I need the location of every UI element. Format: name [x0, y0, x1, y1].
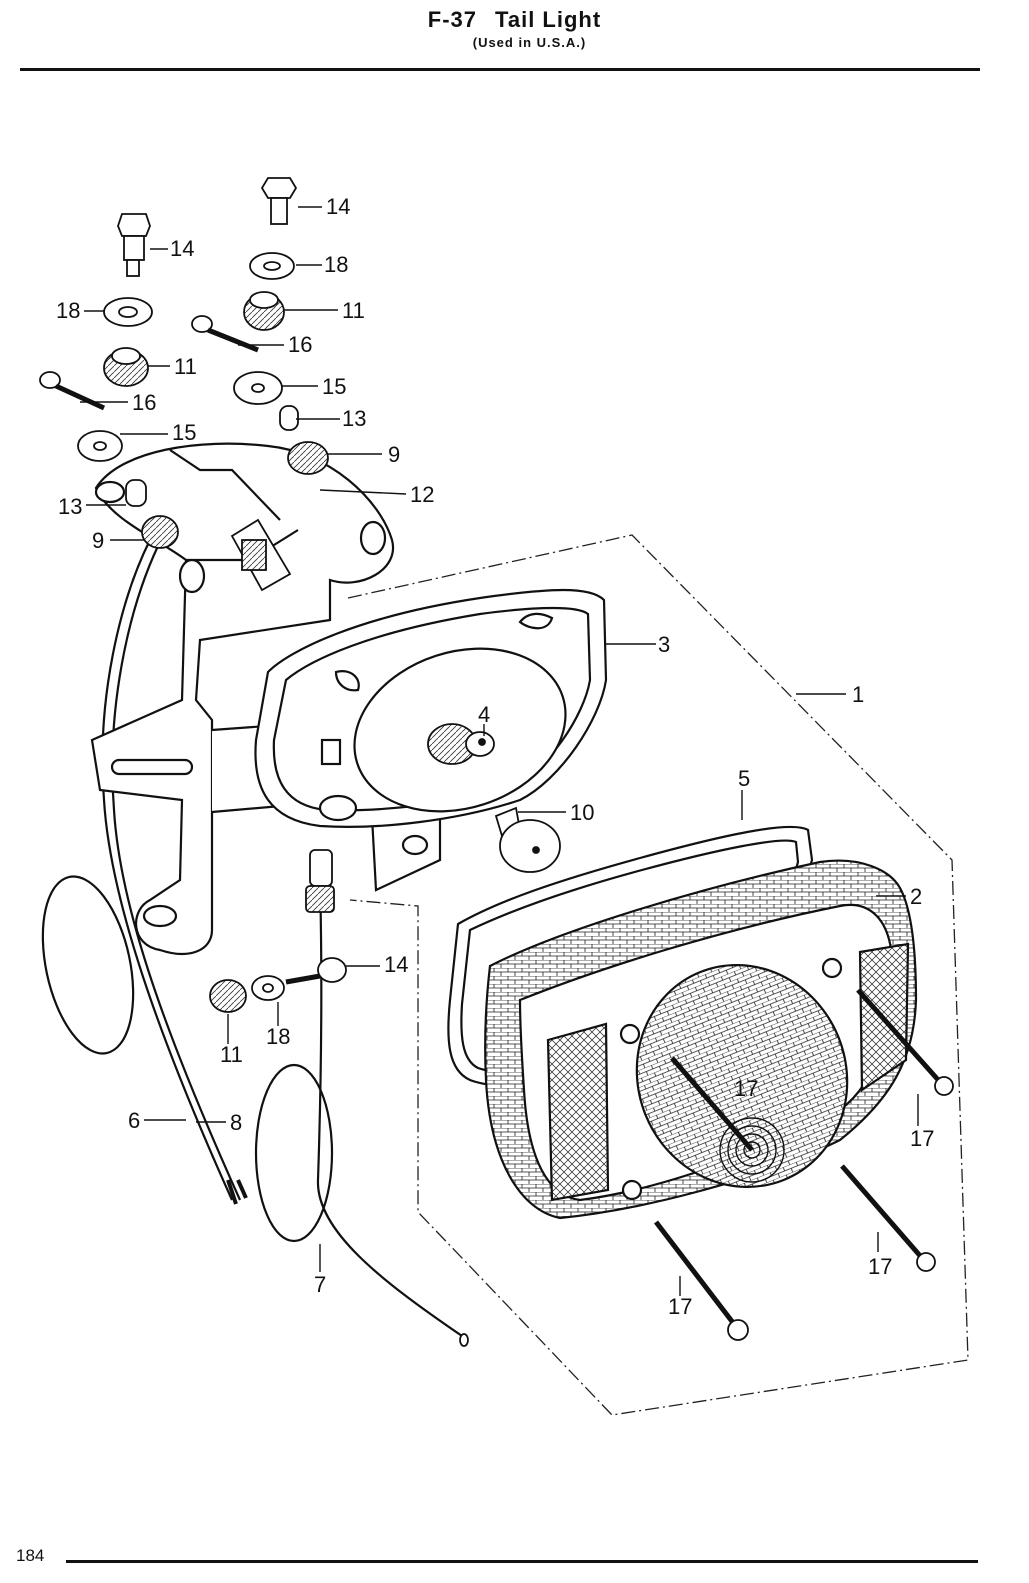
callout-11-top-right: 11	[342, 298, 365, 323]
page-number: 184	[16, 1546, 45, 1565]
callout-8: 8	[230, 1110, 242, 1135]
bulb-holder	[427, 723, 495, 765]
callout-17-bottom: 17	[668, 1294, 692, 1319]
callout-14-top-left: 14	[170, 236, 194, 261]
callout-13-right: 13	[342, 406, 366, 431]
callout-17-lower-right: 17	[868, 1254, 892, 1279]
callout-16-left: 16	[132, 390, 156, 415]
callout-18-top-left: 18	[56, 298, 80, 323]
callout-18-top-right: 18	[324, 252, 348, 277]
callout-15-left: 15	[172, 420, 196, 445]
diagram-subtitle: (Used in U.S.A.)	[472, 35, 587, 50]
top-divider	[20, 68, 980, 71]
diagram-title: F-37 Tail Light	[0, 6, 1029, 34]
bulb	[494, 806, 561, 873]
callout-6: 6	[128, 1108, 140, 1133]
callout-16-right: 16	[288, 332, 312, 357]
callout-3: 3	[658, 632, 670, 657]
wire-connector	[305, 849, 335, 913]
housing-rim	[254, 588, 608, 828]
bottom-divider	[66, 1560, 978, 1563]
page-header: F-37 Tail Light (Used in U.S.A.)	[0, 6, 1029, 52]
callout-4: 4	[478, 702, 490, 727]
wire-harness	[41, 539, 463, 1337]
figure-title: Tail Light	[495, 7, 602, 32]
callout-17-right: 17	[910, 1126, 934, 1151]
callout-14-top-right: 14	[326, 194, 350, 219]
assembly-outline	[347, 534, 969, 1416]
callout-9-left: 9	[92, 528, 104, 553]
hardware	[39, 177, 469, 1347]
lens-reflector	[635, 963, 849, 1189]
lens-screws	[654, 988, 954, 1341]
callout-11-top-left: 11	[174, 354, 197, 379]
callout-18-lower: 18	[266, 1024, 290, 1049]
callout-2: 2	[910, 884, 922, 909]
callout-12: 12	[410, 482, 434, 507]
callout-13-left: 13	[58, 494, 82, 519]
figure-code: F-37	[427, 7, 478, 32]
callout-10: 10	[570, 800, 594, 825]
callout-7: 7	[314, 1272, 326, 1297]
callout-5: 5	[738, 766, 750, 791]
callout-11-lower: 11	[220, 1042, 243, 1067]
bracket-socket	[230, 518, 292, 592]
callout-labels: 1 2 3 4 5 6 7 8 9 9 10 11 11 11 12 13 13…	[56, 194, 934, 1319]
tail-lens	[484, 859, 918, 1220]
callout-17-center: 17	[734, 1076, 758, 1101]
wire-loop-left	[41, 875, 135, 1055]
wire-loop-center	[254, 1063, 334, 1243]
callout-9-right: 9	[388, 442, 400, 467]
callout-1: 1	[852, 682, 864, 707]
leader-lines	[80, 206, 919, 1296]
callout-14-lower: 14	[384, 952, 408, 977]
callout-15-right: 15	[322, 374, 346, 399]
